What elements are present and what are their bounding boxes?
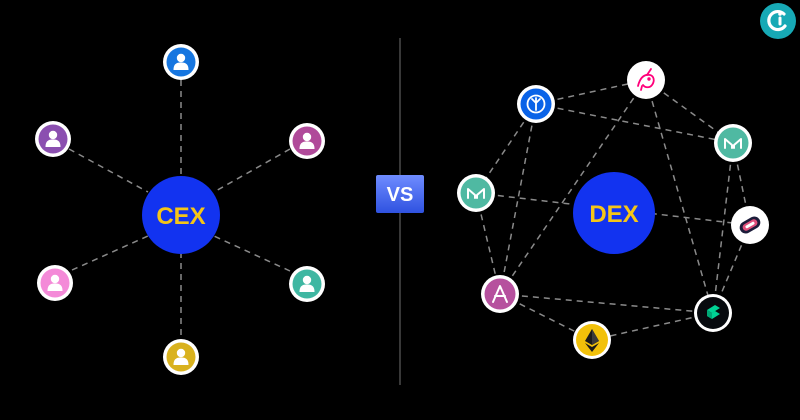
cex-connector-upper-right <box>213 148 291 193</box>
dex-link <box>499 293 714 314</box>
cex-user-top <box>163 44 199 80</box>
dex-label: DEX <box>589 201 638 228</box>
cex-user-upper-left <box>35 121 71 157</box>
maker-icon <box>467 188 485 199</box>
cex-user-lower-right <box>289 266 325 302</box>
cex-connector-lower-left <box>71 235 149 271</box>
yearn-icon <box>526 94 546 114</box>
sushi-icon <box>739 216 761 234</box>
dex-node-sushi <box>731 206 769 244</box>
aave-icon <box>492 285 508 303</box>
cex-user-bottom <box>163 339 199 375</box>
dex-node-yearn <box>517 85 555 123</box>
cex-user-lower-left <box>37 265 73 301</box>
dex-node-maker-left <box>457 174 495 212</box>
maker-icon <box>724 138 742 149</box>
dex-node-maker-right <box>714 124 752 162</box>
compound-icon <box>707 305 720 319</box>
unicorn-icon <box>637 68 655 91</box>
cex-connectors <box>68 80 291 340</box>
dex-link <box>535 103 734 144</box>
cex-connector-upper-left <box>68 148 149 193</box>
brand-logo <box>760 3 796 39</box>
dex-node-aave <box>481 275 519 313</box>
cex-label: CEX <box>156 203 205 230</box>
ethereum-icon <box>585 329 599 352</box>
cex-user-upper-right <box>289 123 325 159</box>
cex-hub: CEX <box>142 176 220 254</box>
dex-link <box>591 312 714 341</box>
dex-link <box>499 103 537 295</box>
cex-connector-lower-right <box>213 235 291 272</box>
dex-node-ethereum <box>573 321 611 359</box>
vs-label: VS <box>387 184 414 206</box>
dex-node-uniswap <box>627 61 665 99</box>
dex-hub: DEX <box>573 172 655 254</box>
vs-badge: VS <box>376 175 424 213</box>
dex-link <box>645 79 714 314</box>
dex-node-compound <box>694 294 732 332</box>
